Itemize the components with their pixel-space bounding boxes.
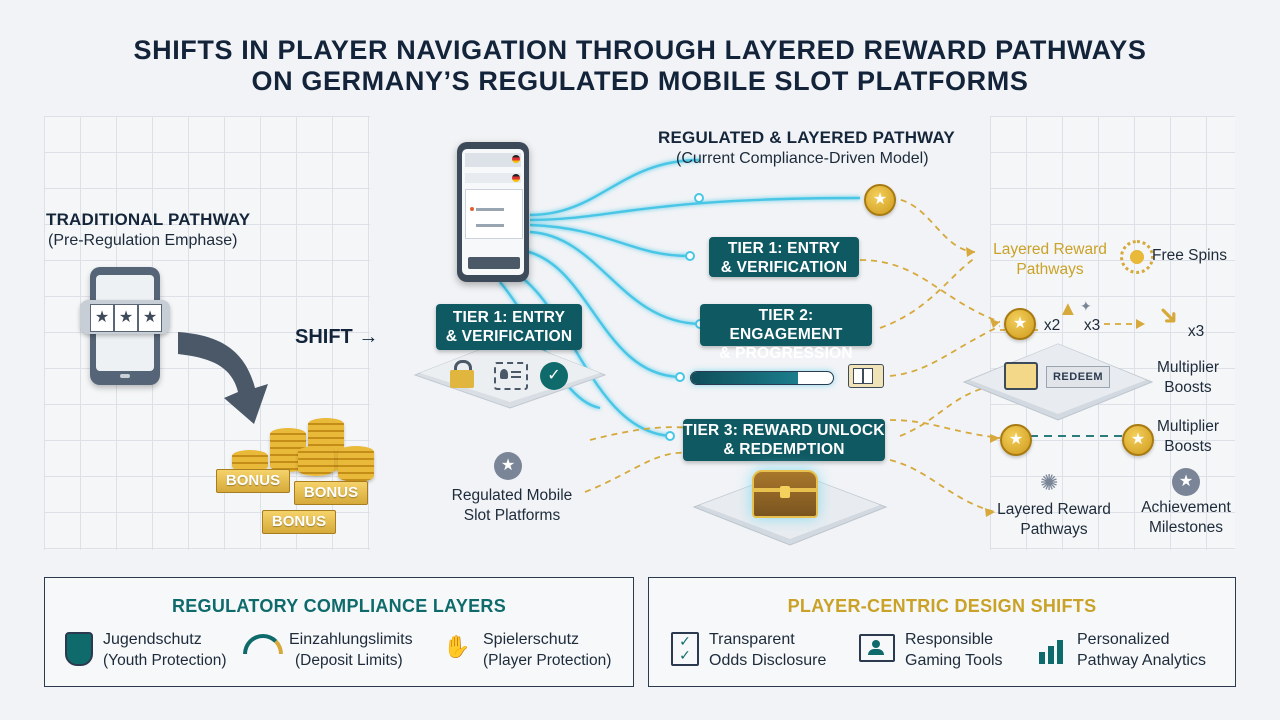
slot-reel-icon	[848, 364, 884, 388]
monitor-user-icon	[859, 634, 895, 662]
tier3-badge: Tier 3: REWARD UNLOCK & REDEMPTION	[683, 419, 885, 461]
platforms-label: Regulated Mobile Slot Platforms	[451, 487, 573, 524]
germany-flag-icon	[512, 155, 520, 163]
progress-fill	[691, 372, 798, 384]
phone-start-button	[468, 257, 520, 269]
title-line-1: SHIFTS IN PLAYER NAVIGATION THROUGH LAYE…	[133, 35, 1147, 65]
compliance-sub-3: (Player Protection)	[483, 652, 612, 669]
germany-flag-icon	[512, 174, 520, 182]
up-arrow-icon: ▲	[1058, 298, 1078, 320]
player-label-1b: Odds Disclosure	[709, 652, 827, 669]
progress-bar	[690, 371, 834, 385]
free-spins-label: Free Spins	[1152, 247, 1227, 264]
layered-reward-top: Layered Reward Pathways	[993, 241, 1107, 278]
traditional-subheading: (Pre-Regulation Emphase)	[48, 232, 238, 249]
x2-label: x2	[1043, 317, 1061, 334]
compliance-label-3: Spielerschutz	[483, 631, 580, 648]
shift-label: SHIFT →	[295, 326, 379, 348]
tier2-badge: Tier 2: ENGAGEMENT & PROGRESSION	[700, 304, 872, 362]
traditional-heading: TRADITIONAL PATHWAY	[46, 210, 251, 229]
gear-sparkle-icon: ✺	[1040, 470, 1059, 495]
coin-stack	[298, 446, 334, 476]
regulated-phone	[457, 142, 529, 282]
x3-label-a: x3	[1083, 317, 1101, 334]
x3-label-b: x3	[1187, 323, 1205, 340]
player-centric-title: PLAYER-CENTRIC DESIGN SHIFTS	[787, 596, 1097, 616]
star-reward-icon: ★	[1004, 308, 1036, 340]
coin-stack	[338, 446, 374, 482]
id-card-icon	[494, 362, 528, 390]
star-reward-icon: ★	[864, 184, 896, 216]
regulated-heading: REGULATED & LAYERED PATHWAY	[658, 128, 955, 147]
flow-line	[529, 196, 861, 222]
compliance-sub-1: (Youth Protection)	[103, 652, 227, 669]
compliance-panel: REGULATORY COMPLIANCE LAYERS Jugendschut…	[44, 577, 634, 687]
slot-reels: ★ ★ ★	[80, 300, 170, 334]
star-icon: ★	[138, 304, 162, 332]
star-badge-icon: ★	[1172, 468, 1200, 496]
star-icon: ★	[114, 304, 138, 332]
regulated-subheading: (Current Compliance-Driven Model)	[676, 150, 929, 167]
bar-chart-icon	[1037, 634, 1069, 664]
redeem-button: REDEEM	[1046, 366, 1110, 388]
checklist-icon: ✓✓	[671, 632, 699, 666]
hand-protection-icon: ✋	[443, 634, 471, 659]
compliance-title: REGULATORY COMPLIANCE LAYERS	[171, 596, 507, 616]
star-icon: ★	[90, 304, 114, 332]
title-line-2: ON GERMANY’S REGULATED MOBILE SLOT PLATF…	[251, 66, 1029, 96]
flow-line	[529, 158, 701, 217]
entry-badge: Tier 1: ENTRY & VERIFICATION	[436, 304, 582, 350]
player-label-3b: Pathway Analytics	[1077, 652, 1206, 669]
compliance-sub-2: (Deposit Limits)	[295, 652, 403, 669]
compliance-label-2: Einzahlungslimits	[289, 631, 413, 648]
player-centric-panel: PLAYER-CENTRIC DESIGN SHIFTS ✓✓ Transpar…	[648, 577, 1236, 687]
reward-connector	[889, 197, 976, 253]
multiplier-label-1: Multiplier Boosts	[1156, 359, 1219, 396]
player-label-2b: Gaming Tools	[905, 652, 1003, 669]
sparkle-icon: ✦	[1080, 298, 1092, 314]
player-label-1a: Transparent	[709, 631, 795, 648]
verified-check-icon: ✓	[540, 362, 568, 390]
player-label-2a: Responsible	[905, 631, 994, 648]
shield-icon	[65, 632, 93, 666]
bonus-tag: BONUS	[294, 481, 368, 505]
layered-reward-bottom: Layered Reward Pathways	[997, 501, 1111, 538]
gauge-icon	[243, 634, 283, 654]
star-reward-icon: ★	[1122, 424, 1154, 456]
compliance-label-1: Jugendschutz	[103, 631, 202, 648]
coin-stack	[232, 450, 268, 472]
free-spins-icon	[1120, 240, 1154, 274]
achievement-label: Achievement Milestones	[1141, 499, 1231, 536]
register-icon	[1004, 362, 1038, 390]
star-reward-icon: ★	[1000, 424, 1032, 456]
player-label-3a: Personalized	[1077, 631, 1170, 648]
multiplier-label-2: Multiplier Boosts	[1156, 418, 1219, 455]
star-badge-icon: ★	[494, 452, 522, 480]
treasure-chest-icon	[752, 470, 818, 518]
tier1-badge: Tier 1: ENTRY & VERIFICATION	[709, 237, 859, 277]
bonus-tag: BONUS	[216, 469, 290, 493]
traditional-arrow	[178, 332, 268, 424]
lock-icon	[450, 360, 474, 388]
bonus-tag: BONUS	[262, 510, 336, 534]
